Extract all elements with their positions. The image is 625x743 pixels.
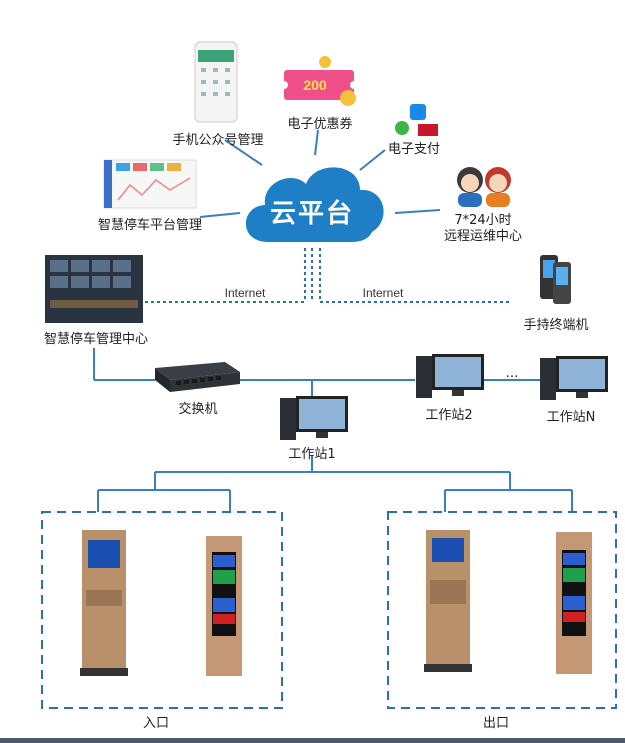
support-staff-icon (457, 167, 511, 207)
cloud-connectors (199, 129, 441, 218)
label-workstation-n: 工作站N (546, 410, 596, 425)
internet-label-right: Internet (363, 286, 404, 300)
coupon-icon (280, 56, 358, 106)
workstation-2-icon (416, 354, 484, 398)
entrance-display-icon (206, 536, 242, 676)
label-payment: 电子支付 (387, 142, 441, 157)
label-control-center: 智慧停车管理中心 (43, 332, 149, 347)
label-platform: 智慧停车平台管理 (97, 218, 203, 233)
label-ops-line1: 7*24小时 (454, 213, 512, 228)
label-switch: 交换机 (178, 402, 218, 417)
workstation-1-icon (280, 396, 348, 440)
label-wechat: 手机公众号管理 (172, 133, 264, 148)
label-entrance: 入口 (142, 716, 170, 731)
label-handheld: 手持终端机 (523, 318, 589, 333)
exit-box (387, 511, 617, 709)
entrance-kiosk-icon (80, 530, 128, 676)
label-coupon: 电子优惠券 (287, 117, 353, 132)
label-workstation-1: 工作站1 (288, 447, 336, 462)
handheld-terminal-icon (540, 255, 571, 304)
coupon-value: 200 (303, 77, 327, 93)
internet-links (145, 248, 510, 303)
label-ellipsis: … (505, 366, 519, 381)
switch-icon (155, 362, 240, 392)
exit-display-icon (556, 532, 592, 674)
workstation-n-icon (540, 356, 608, 400)
bottom-bar (0, 738, 625, 743)
cloud-label: 云平台 (270, 198, 354, 229)
internet-label-left: Internet (225, 286, 266, 300)
label-workstation-2: 工作站2 (425, 408, 473, 423)
platform-screen-icon (103, 159, 197, 209)
control-center-photo (45, 255, 143, 323)
payment-icons (395, 104, 438, 136)
cloud-icon (245, 167, 384, 242)
label-ops-line2: 远程运维中心 (443, 229, 523, 244)
label-exit: 出口 (482, 716, 510, 731)
exit-kiosk-icon (424, 530, 472, 672)
entrance-box (41, 511, 283, 709)
phone-app-icon (194, 41, 238, 123)
